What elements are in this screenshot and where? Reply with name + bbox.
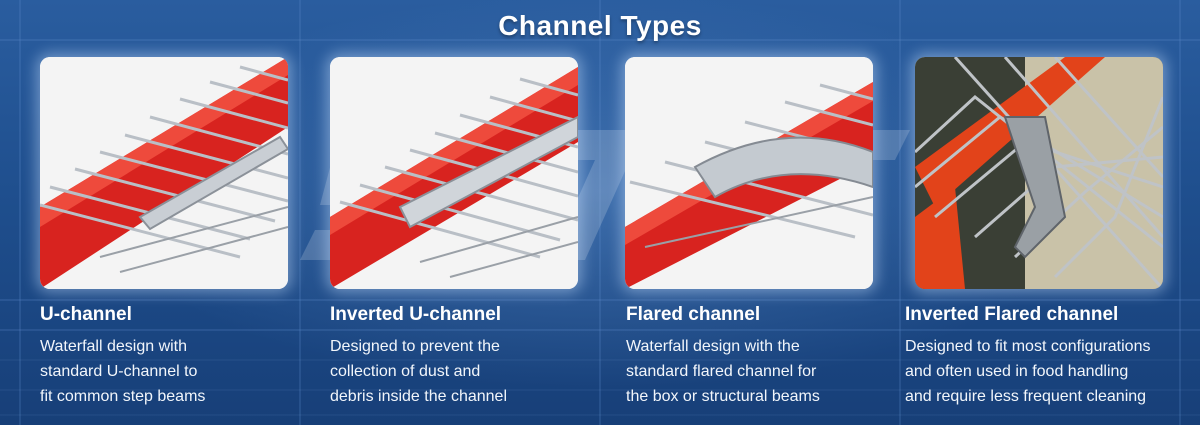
- flared-channel-image: [625, 57, 873, 289]
- u-channel-image: [40, 57, 288, 289]
- inverted-flared-channel-desc-line-3: and require less frequent cleaning: [905, 388, 1147, 405]
- u-channel-desc-line-1: Waterfall design with: [40, 338, 188, 355]
- inverted-u-channel-desc-line-3: debris inside the channel: [330, 388, 508, 405]
- flared-channel-desc-line-1: Waterfall design with the: [626, 338, 800, 355]
- flared-channel-caption: Flared channel Waterfall design with the…: [626, 304, 820, 409]
- inverted-flared-channel-caption: Inverted Flared channel Designed to fit …: [905, 304, 1150, 409]
- inverted-flared-channel-title: Inverted Flared channel: [905, 304, 1119, 325]
- inverted-flared-channel-image: [915, 57, 1163, 289]
- u-channel-title: U-channel: [40, 304, 132, 325]
- inverted-u-channel-title: Inverted U-channel: [330, 304, 502, 325]
- inverted-flared-channel-desc-line-1: Designed to fit most configurations: [905, 338, 1151, 355]
- flared-channel-title: Flared channel: [626, 304, 761, 325]
- u-channel-desc-line-3: fit common step beams: [40, 388, 206, 405]
- flared-channel-desc-line-3: the box or structural beams: [626, 388, 820, 405]
- inverted-u-channel-desc-line-2: collection of dust and: [330, 363, 481, 380]
- inverted-u-channel-image: [330, 57, 578, 289]
- inverted-u-channel-caption: Inverted U-channel Designed to prevent t…: [330, 304, 507, 409]
- inverted-u-channel-desc-line-1: Designed to prevent the: [330, 338, 500, 355]
- page-title: Channel Types: [498, 10, 702, 41]
- inverted-flared-channel-desc-line-2: and often used in food handling: [905, 363, 1129, 380]
- flared-channel-desc-line-2: standard flared channel for: [626, 363, 817, 380]
- u-channel-caption: U-channel Waterfall design with standard…: [40, 304, 205, 409]
- u-channel-desc-line-2: standard U-channel to: [40, 363, 198, 380]
